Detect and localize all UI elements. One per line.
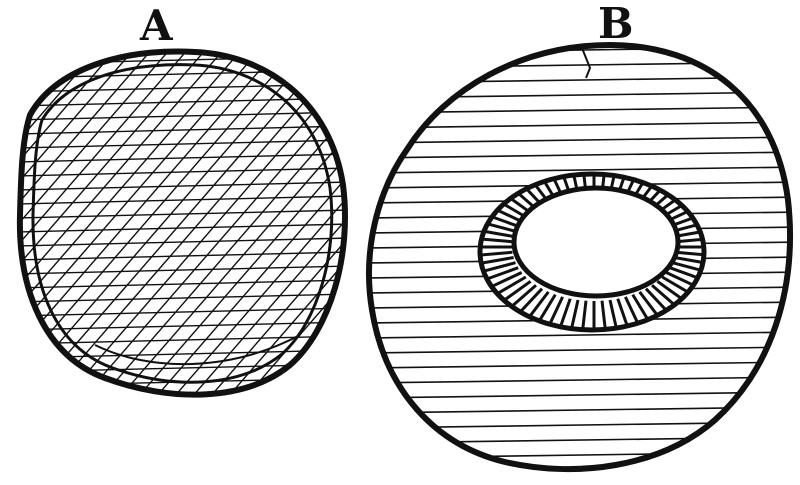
hatch-line-horizontal [365,407,800,413]
label-a: A [139,1,174,50]
hatch-line-diagonal [82,40,412,420]
hatch-line-horizontal [15,140,350,148]
hatch-line-horizontal [365,437,800,443]
hatch-line-horizontal [365,332,800,338]
hatch-line-horizontal [15,364,350,372]
hatch-line-horizontal [15,154,350,162]
hatch-line-horizontal [15,56,350,64]
hatch-line-horizontal [15,182,350,190]
hatch-line-diagonal [0,40,70,420]
hatch-line-horizontal [365,347,800,353]
hatch-line-horizontal [365,362,800,368]
hole-opening [514,188,678,296]
hatch-line-horizontal [365,137,800,143]
label-b: B [598,0,634,48]
hatch-line-diagonal [100,40,430,420]
shape-b [365,45,800,473]
hatch-line-horizontal [365,377,800,383]
hatch-line-horizontal [365,62,800,68]
hatch-line-horizontal [365,107,800,113]
hatch-line-horizontal [365,152,800,158]
shape-b-top-notch [582,48,590,78]
hatch-line-horizontal [365,77,800,83]
hatch-line-horizontal [365,452,800,458]
hatch-line-horizontal [15,84,350,92]
hatch-line-horizontal [15,336,350,344]
shape-a-inner-rim [33,65,332,383]
hatch-line-diagonal [0,40,16,420]
